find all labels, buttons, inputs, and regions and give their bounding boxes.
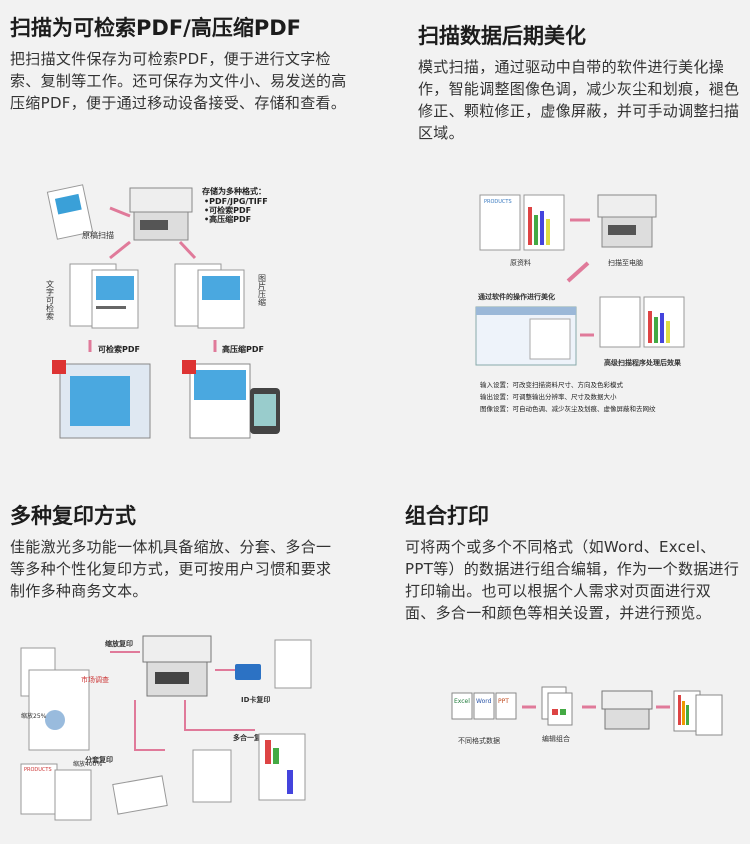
result-pages-icon <box>599 296 685 348</box>
formats-heading: 存储为多种格式： <box>201 186 266 196</box>
searchable-doc-icon <box>69 263 139 329</box>
label-collate: 分套复印 <box>85 755 113 764</box>
printer-icon <box>142 635 212 697</box>
format-item: •可检索PDF <box>204 205 251 215</box>
label-software: 通过软件的操作进行美化 <box>478 292 555 301</box>
setting-line: 图像设置：可自动色调、减少灰尘及划痕、虚像屏蔽和去网纹 <box>480 404 656 413</box>
label-text-search: 文字可检索 <box>46 279 55 320</box>
format-item: •高压缩PDF <box>204 214 251 224</box>
zoom-docs-icon <box>20 647 90 751</box>
label-original-scan: 原稿扫描 <box>82 230 114 240</box>
label-compressed-pdf: 高压缩PDF <box>222 344 264 354</box>
ppt-icon: PPT <box>498 698 509 705</box>
feature-scan-pdf: 扫描为可检索PDF/高压缩PDF 把扫描文件保存为可检索PDF，便于进行文字检索… <box>10 14 355 114</box>
label-scan-to-pc: 扫描至电脑 <box>608 258 643 267</box>
setting-line: 输出设置：可调整输出分辨率、尺寸及数据大小 <box>480 392 617 401</box>
printer-icon <box>129 187 193 241</box>
source-pages-icon: PRODUCTS <box>479 194 565 251</box>
combined-doc-icon <box>541 686 573 726</box>
feature-title: 组合打印 <box>405 504 489 528</box>
feature-copy-modes: 多种复印方式 佳能激光多功能一体机具备缩放、分套、多合一等多种个性化复印方式，更… <box>10 502 340 602</box>
label-zoom-25: 缩放25% <box>21 712 47 720</box>
setting-line: 输入设置：可改变扫描资料尺寸、方向及色彩模式 <box>480 380 624 389</box>
label-zoom-copy: 缩放复印 <box>105 639 133 648</box>
label-formats: 不同格式数据 <box>458 736 500 745</box>
arrow-icon <box>566 261 590 283</box>
feature-description: 把扫描文件保存为可检索PDF，便于进行文字检索、复制等工作。还可保存为文件小、易… <box>10 50 347 112</box>
feature-scan-beautify: 扫描数据后期美化 模式扫描，通过驱动中自带的软件进行美化操作，智能调整图像色调，… <box>418 22 744 144</box>
label-zoom-400: 缩放400% <box>73 760 102 768</box>
connector-line <box>134 700 165 751</box>
arrow-icon <box>178 240 197 260</box>
combined-print-illustration: Excel Word PPT 不同格式数据 编辑组合 <box>451 686 723 745</box>
feature-description: 可将两个或多个不同格式（如Word、Excel、PPT等）的数据进行组合编辑，作… <box>405 538 740 622</box>
multi-up-pages-icon <box>192 733 306 803</box>
compressed-screenshot-icon <box>182 360 280 439</box>
printer-icon <box>597 194 657 248</box>
excel-icon: Excel <box>454 698 470 705</box>
id-card-icon <box>235 664 261 680</box>
copy-modes-illustration: 市场调查 缩放25% 缩放400% 缩放复印 ID卡复印 多合一复印 分套复印 … <box>20 635 312 821</box>
pdf-screenshot-icon <box>52 360 151 439</box>
software-window-icon <box>475 306 577 366</box>
feature-description: 佳能激光多功能一体机具备缩放、分套、多合一等多种个性化复印方式，更可按用户习惯和… <box>10 538 332 600</box>
label-image-compress: 图片压缩 <box>258 274 267 307</box>
products-label: PRODUCTS <box>24 767 52 773</box>
label-result: 高级扫描程序处理后效果 <box>604 358 681 367</box>
scan-beautify-illustration: PRODUCTS 原资料 扫描至电脑 通过软件的操作进行美化 <box>475 194 685 413</box>
label-market: 市场调查 <box>81 675 109 684</box>
feature-title: 多种复印方式 <box>10 504 136 528</box>
word-icon: Word <box>476 698 492 705</box>
original-document-icon <box>46 184 94 240</box>
printed-pages-icon <box>673 690 723 736</box>
label-multi-up: 多合一复印 <box>233 733 268 742</box>
label-source: 原资料 <box>510 258 531 267</box>
format-item: •PDF/JPG/TIFF <box>204 197 268 206</box>
arrow-icon <box>109 206 131 218</box>
label-searchable-pdf: 可检索PDF <box>98 344 140 354</box>
products-label: PRODUCTS <box>484 199 512 205</box>
collate-pages-icon: PRODUCTS <box>20 763 168 821</box>
feature-title: 扫描数据后期美化 <box>418 24 586 48</box>
label-combine: 编辑组合 <box>542 734 570 743</box>
printer-icon <box>601 690 653 730</box>
compressed-doc-icon <box>174 263 245 329</box>
label-id-copy: ID卡复印 <box>241 695 270 704</box>
connector-line <box>184 700 255 731</box>
feature-description: 模式扫描，通过驱动中自带的软件进行美化操作，智能调整图像色调，减少灰尘和划痕，褪… <box>418 58 740 142</box>
arrow-icon <box>109 240 131 260</box>
feature-combined-print: 组合打印 可将两个或多个不同格式（如Word、Excel、PPT等）的数据进行组… <box>405 502 740 624</box>
id-copy-page-icon <box>274 639 312 689</box>
format-icons: Excel Word PPT <box>451 692 517 720</box>
scan-pdf-illustration: 原稿扫描 存储为多种格式： •PDF/JPG/TIFF •可检索PDF •高压缩… <box>46 184 280 439</box>
feature-title: 扫描为可检索PDF/高压缩PDF <box>10 16 302 40</box>
